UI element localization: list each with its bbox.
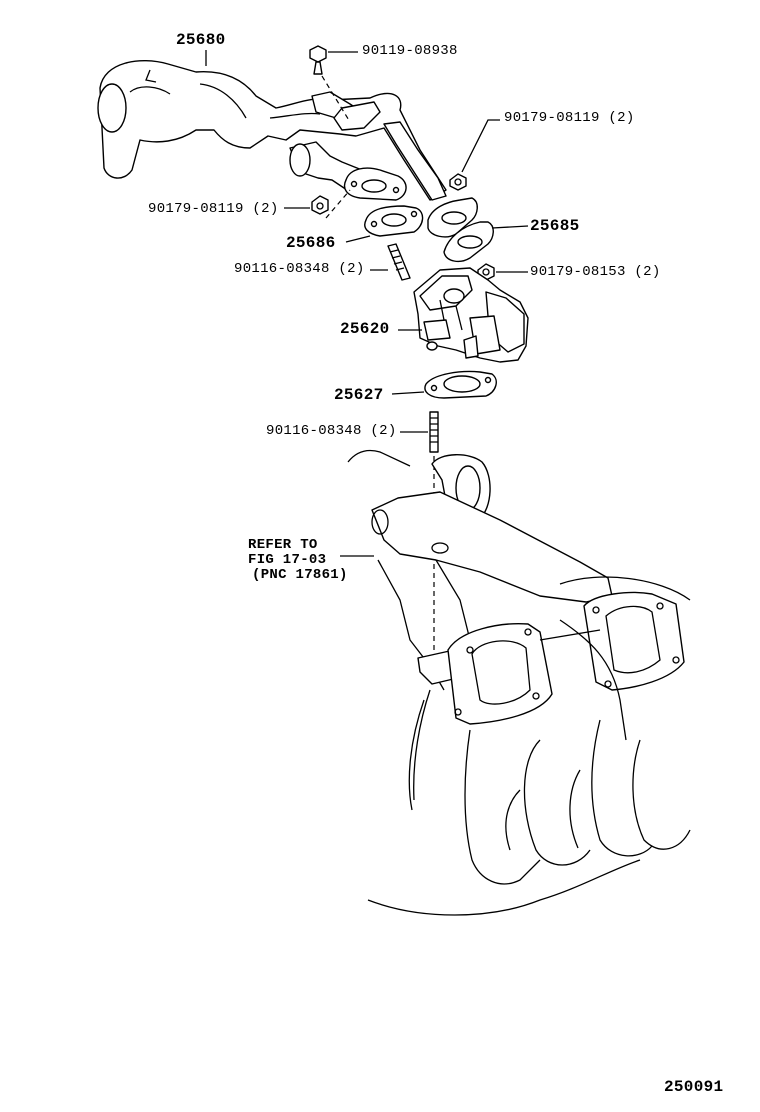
gasket-right xyxy=(443,221,494,263)
intake-manifold xyxy=(347,449,691,916)
egr-pipe xyxy=(97,60,447,201)
egr-valve-part-number: 25620 xyxy=(340,320,390,338)
stud-upper xyxy=(387,243,411,281)
gasket-right-part-number: 25685 xyxy=(530,217,580,235)
nut-right xyxy=(449,173,467,191)
reference-line-3: (PNC 17861) xyxy=(252,567,348,583)
stud-upper-part-number: 90116-08348 (2) xyxy=(234,261,365,277)
pipe-flange-left xyxy=(343,167,407,201)
bolt-top-part-number: 90119-08938 xyxy=(362,43,458,59)
nut-valve-part-number: 90179-08153 (2) xyxy=(530,264,661,280)
pipe-part-number: 25680 xyxy=(176,31,226,49)
gasket-left xyxy=(364,205,424,237)
diagram-id: 250091 xyxy=(664,1078,724,1096)
pipe-flange-right xyxy=(427,197,478,238)
bolt-top xyxy=(309,45,327,75)
reference-line-1: REFER TO xyxy=(248,537,318,553)
gasket-lower xyxy=(424,370,497,399)
gasket-left-part-number: 25686 xyxy=(286,234,336,252)
stud-lower xyxy=(429,411,439,453)
nut-right-part-number: 90179-08119 (2) xyxy=(504,110,635,126)
nut-left-part-number: 90179-08119 (2) xyxy=(148,201,279,217)
egr-valve xyxy=(413,267,529,363)
stud-lower-part-number: 90116-08348 (2) xyxy=(266,423,397,439)
gasket-lower-part-number: 25627 xyxy=(334,386,384,404)
reference-line-2: FIG 17-03 xyxy=(248,552,327,568)
nut-left xyxy=(311,195,329,215)
